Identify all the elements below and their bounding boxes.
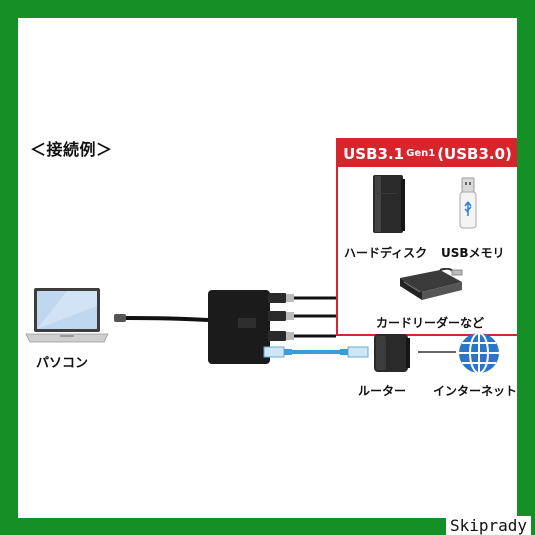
- usb-memory-icon: [459, 177, 477, 229]
- usb-group-header: USB3.1 Gen1 (USB3.0): [338, 140, 517, 167]
- hub-and-cables: [114, 290, 336, 364]
- label-pc: パソコン: [36, 356, 89, 371]
- watermark-text: Skiprady: [445, 516, 531, 535]
- usb-title-gen: Gen1: [406, 148, 436, 159]
- laptop-icon: [25, 288, 109, 343]
- label-usb-memory: USBメモリ: [441, 246, 505, 260]
- connection-diagram: ＜接続例＞ USB3.1 Gen1 (USB3.0) ハードディスク USBメモ…: [18, 18, 517, 518]
- label-internet: インターネット: [433, 384, 517, 398]
- lan-cable-icon: [263, 346, 369, 358]
- label-hdd: ハードディスク: [344, 246, 428, 260]
- router-internet-link: [418, 351, 456, 353]
- label-router: ルーター: [358, 384, 407, 398]
- label-card-reader: カードリーダーなど: [376, 316, 485, 330]
- usb-title-paren: (USB3.0): [437, 144, 512, 163]
- hard-disk-icon: [373, 175, 405, 233]
- globe-icon: [459, 332, 499, 374]
- diagram-heading: ＜接続例＞: [30, 140, 113, 159]
- router-icon: [374, 334, 410, 372]
- usb-title-main: USB3.1: [343, 144, 405, 163]
- card-reader-icon: [400, 268, 463, 300]
- usb-group-box: USB3.1 Gen1 (USB3.0) ハードディスク USBメモリ: [336, 138, 517, 336]
